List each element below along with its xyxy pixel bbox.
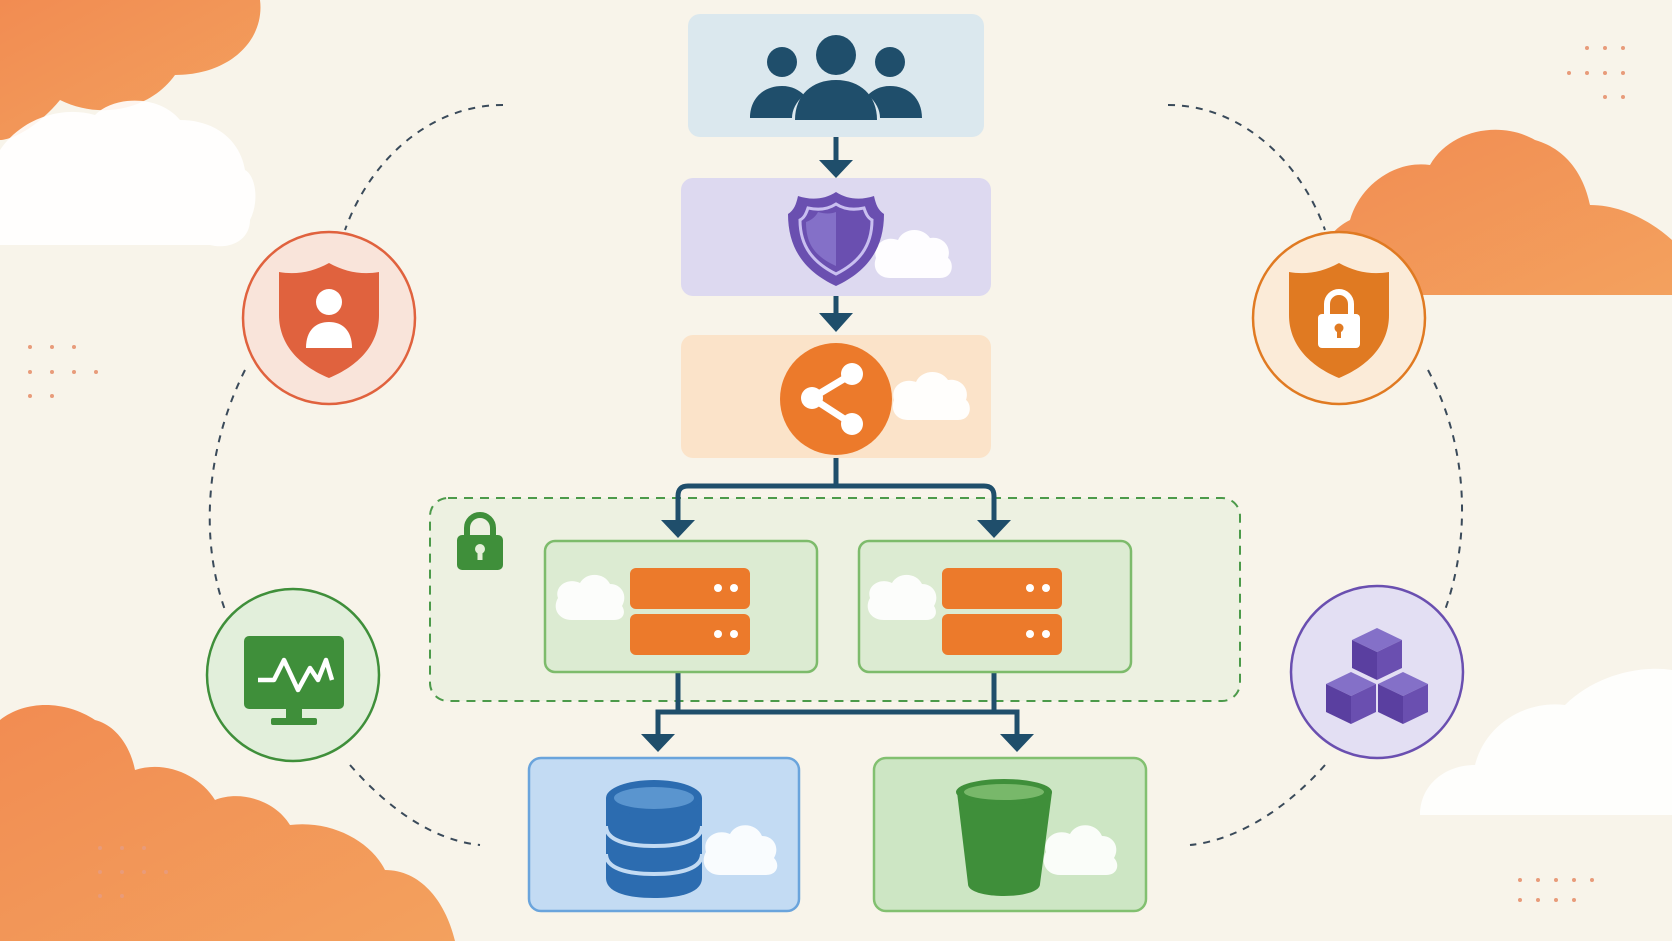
users-box (688, 14, 984, 137)
app-server-box-2 (857, 539, 1133, 674)
cloud-icon (892, 371, 970, 420)
cloud-icon (703, 825, 778, 875)
server-icon (942, 568, 1062, 655)
arrowheads (641, 160, 1034, 752)
cloud-icon (874, 229, 952, 278)
lock-shield-icon (1289, 263, 1389, 378)
identity-badge (241, 230, 417, 406)
cloud-icon (555, 574, 625, 620)
dot-grid-left (28, 345, 98, 398)
load-balancer-box (681, 335, 991, 458)
monitoring-badge (205, 587, 381, 763)
database-box (527, 756, 801, 913)
cloud-top-right (1319, 129, 1672, 295)
orbit-curves (208, 104, 1464, 846)
padlock-icon (457, 512, 503, 570)
database-icon (604, 780, 704, 898)
server-icon (630, 568, 750, 655)
storage-bucket-box (872, 756, 1148, 913)
cloud-bottom-right (1420, 668, 1672, 815)
firewall-box (681, 178, 991, 296)
cubes-icon (1326, 628, 1428, 724)
monitor-icon (244, 636, 344, 725)
bucket-icon (956, 779, 1052, 896)
dot-grid-bottom-right (1518, 878, 1594, 902)
cloud-bottom-left (0, 705, 455, 941)
containers-badge (1289, 584, 1465, 760)
dot-grid-top-right (1567, 46, 1625, 99)
encryption-badge (1251, 230, 1427, 406)
cloud-icon (1043, 825, 1118, 875)
users-icon (750, 35, 922, 120)
shield-icon (788, 192, 884, 286)
app-server-box-1 (543, 539, 819, 674)
cloud-icon (867, 574, 937, 620)
cloud-top-left (0, 0, 261, 247)
user-shield-icon (279, 263, 379, 378)
dot-grid-bottom-left (98, 846, 168, 898)
share-icon (780, 343, 892, 455)
